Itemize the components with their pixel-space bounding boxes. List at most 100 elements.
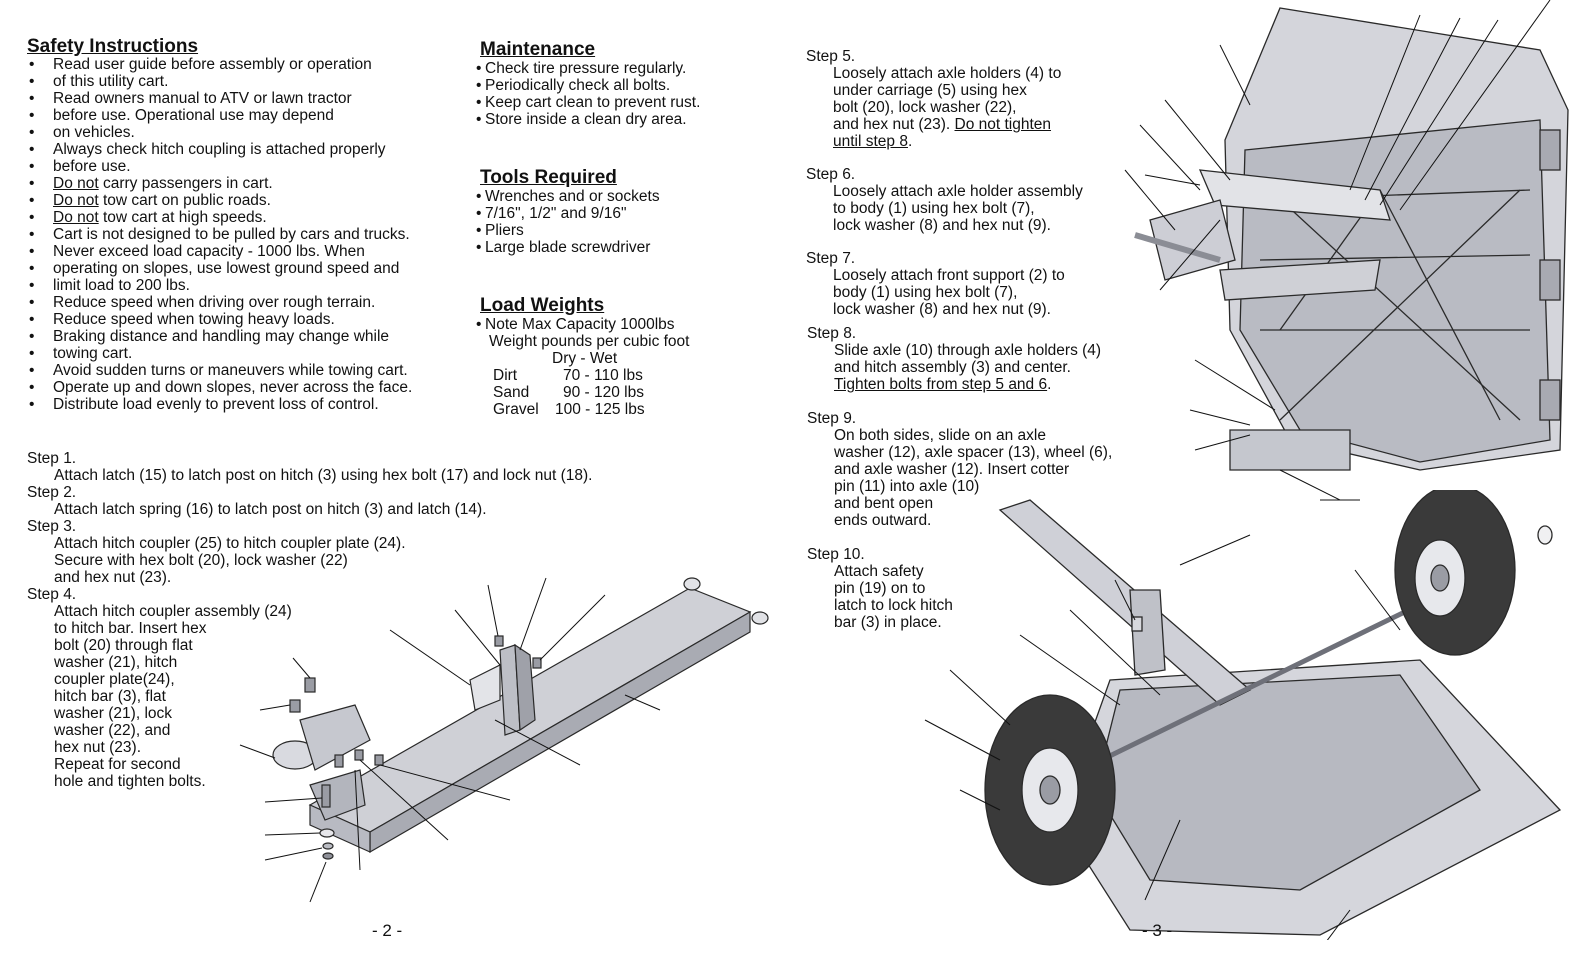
step-3-line: Secure with hex bolt (20), lock washer (… xyxy=(54,552,348,569)
list-item: Avoid sudden turns or maneuvers while to… xyxy=(27,362,412,379)
tools-title: Tools Required xyxy=(480,167,617,188)
step-10-line: Attach safety xyxy=(834,563,924,580)
step-5-text: and hex nut (23). xyxy=(833,116,955,133)
list-item: before use. xyxy=(27,158,412,175)
step-9-line: pin (11) into axle (10) xyxy=(834,478,980,495)
list-item: Never exceed load capacity - 1000 lbs. W… xyxy=(27,243,412,260)
step-6-line: to body (1) using hex bolt (7), xyxy=(833,200,1035,217)
list-item: towing cart. xyxy=(27,345,412,362)
step-10-line: pin (19) on to xyxy=(834,580,926,597)
step-9-line: ends outward. xyxy=(834,512,932,529)
list-item: 7/16", 1/2" and 9/16" xyxy=(476,205,660,222)
step-5-end: . xyxy=(907,133,913,150)
step-4-line: Repeat for second xyxy=(54,756,181,773)
step-9-line: and bent open xyxy=(834,495,934,512)
step-10-label: Step 10. xyxy=(807,546,865,563)
step-10-line: latch to lock hitch xyxy=(834,597,953,614)
step-4-line: washer (21), hitch xyxy=(54,654,178,671)
step-3-line: Attach hitch coupler (25) to hitch coupl… xyxy=(54,535,406,552)
list-item: Distribute load evenly to prevent loss o… xyxy=(27,396,412,413)
list-item: Do not carry passengers in cart. xyxy=(27,175,412,192)
step-5-line: and hex nut (23). Do not tighten xyxy=(806,116,1083,133)
do-not-emphasis: Do not xyxy=(53,192,99,209)
list-item-text: carry passengers in cart. xyxy=(102,175,273,192)
step-8-warning: Tighten bolts from step 5 and 6 xyxy=(834,376,1048,393)
step-10-line: bar (3) in place. xyxy=(834,614,942,631)
step-1-text: Attach latch (15) to latch post on hitch… xyxy=(54,467,593,484)
list-item: Keep cart clean to prevent rust. xyxy=(476,94,700,111)
step-4-line: bolt (20) through flat xyxy=(54,637,193,654)
step-5-warning: Do not tighten xyxy=(954,116,1052,133)
list-item: Cart is not designed to be pulled by car… xyxy=(27,226,412,243)
step-8-line: and hitch assembly (3) and center. xyxy=(834,359,1071,376)
step-1-label: Step 1. xyxy=(27,450,77,467)
safety-list: Read user guide before assembly or opera… xyxy=(27,56,412,413)
step-4-line: washer (21), lock xyxy=(54,705,173,722)
page-number-right: - 3 - xyxy=(1142,921,1173,940)
cart-body-illustration xyxy=(1124,0,1569,500)
step-4-line: hole and tighten bolts. xyxy=(54,773,206,790)
maintenance-list: Check tire pressure regularly. Periodica… xyxy=(476,60,700,128)
list-item: operating on slopes, use lowest ground s… xyxy=(27,260,412,277)
list-item: Reduce speed when driving over rough ter… xyxy=(27,294,412,311)
list-item: Pliers xyxy=(476,222,660,239)
step-3-line: and hex nut (23). xyxy=(54,569,172,586)
load-weights-title: Load Weights xyxy=(480,295,605,316)
load-weights-subtitle: Weight pounds per cubic foot xyxy=(489,333,690,350)
step-9-line: On both sides, slide on an axle xyxy=(834,427,1046,444)
do-not-emphasis: Do not xyxy=(53,175,99,192)
right-steps-block-a: Step 5. Loosely attach axle holders (4) … xyxy=(806,48,1083,318)
step-4-line: washer (22), and xyxy=(54,722,171,739)
step-4-line: coupler plate(24), xyxy=(54,671,175,688)
list-item: Do not tow cart at high speeds. xyxy=(27,209,412,226)
step-8-line: Tighten bolts from step 5 and 6. xyxy=(807,376,1112,393)
table-row: Sand 90 - 120 lbs xyxy=(493,384,649,401)
do-not-emphasis: Do not xyxy=(53,209,99,226)
list-item: Read owners manual to ATV or lawn tracto… xyxy=(27,90,412,107)
step-8-line: Slide axle (10) through axle holders (4) xyxy=(834,342,1102,359)
list-item-text: tow cart at high speeds. xyxy=(102,209,267,226)
step-7-label: Step 7. xyxy=(806,250,856,267)
step-6-line: Loosely attach axle holder assembly xyxy=(833,183,1083,200)
safety-title: Safety Instructions xyxy=(27,36,199,57)
step-4-line: hitch bar (3), flat xyxy=(54,688,166,705)
step-7-line: body (1) using hex bolt (7), xyxy=(833,284,1018,301)
list-item: Check tire pressure regularly. xyxy=(476,60,700,77)
step-8-label: Step 8. xyxy=(807,325,857,342)
step-3-label: Step 3. xyxy=(27,518,77,535)
list-item: on vehicles. xyxy=(27,124,412,141)
table-cell: 70 - 110 lbs xyxy=(563,367,643,384)
step-8-end: . xyxy=(1047,376,1052,393)
step-6-line: lock washer (8) and hex nut (9). xyxy=(833,217,1051,234)
list-item: Note Max Capacity 1000lbs xyxy=(476,316,675,333)
table-cell: Sand xyxy=(493,384,530,401)
left-steps-block: Step 1. Attach latch (15) to latch post … xyxy=(27,450,592,790)
table-cell: Dirt xyxy=(493,367,518,384)
list-item: Reduce speed when towing heavy loads. xyxy=(27,311,412,328)
list-item: limit load to 200 lbs. xyxy=(27,277,412,294)
step-5-label: Step 5. xyxy=(806,48,856,65)
step-5-line: Loosely attach axle holders (4) to xyxy=(833,65,1062,82)
step-7-line: lock washer (8) and hex nut (9). xyxy=(833,301,1051,318)
table-row: Dirt 70 - 110 lbs xyxy=(493,367,649,384)
list-item: of this utility cart. xyxy=(27,73,412,90)
step-4-line: Attach hitch coupler assembly (24) xyxy=(54,603,292,620)
step-9-label: Step 9. xyxy=(807,410,857,427)
load-weights-table: Dirt 70 - 110 lbs Sand 90 - 120 lbs Grav… xyxy=(493,367,649,418)
step-5-warning: until step 8 xyxy=(833,133,908,150)
step-4-line: hex nut (23). xyxy=(54,739,142,756)
cart-undercarriage-illustration xyxy=(924,490,1562,940)
step-4-label: Step 4. xyxy=(27,586,77,603)
step-2-text: Attach latch spring (16) to latch post o… xyxy=(54,501,487,518)
load-weights-header: Dry - Wet xyxy=(552,350,618,367)
list-item: Do not tow cart on public roads. xyxy=(27,192,412,209)
list-item: Store inside a clean dry area. xyxy=(476,111,700,128)
tools-list: Wrenches and or sockets 7/16", 1/2" and … xyxy=(476,188,660,256)
step-5-line: under carriage (5) using hex xyxy=(833,82,1027,99)
list-item-text: tow cart on public roads. xyxy=(102,192,271,209)
step-2-label: Step 2. xyxy=(27,484,77,501)
load-weights-note: Note Max Capacity 1000lbs xyxy=(476,316,675,333)
step-5-line: bolt (20), lock washer (22), xyxy=(833,99,1017,116)
step-4-line: to hitch bar. Insert hex xyxy=(54,620,207,637)
list-item: Large blade screwdriver xyxy=(476,239,660,256)
